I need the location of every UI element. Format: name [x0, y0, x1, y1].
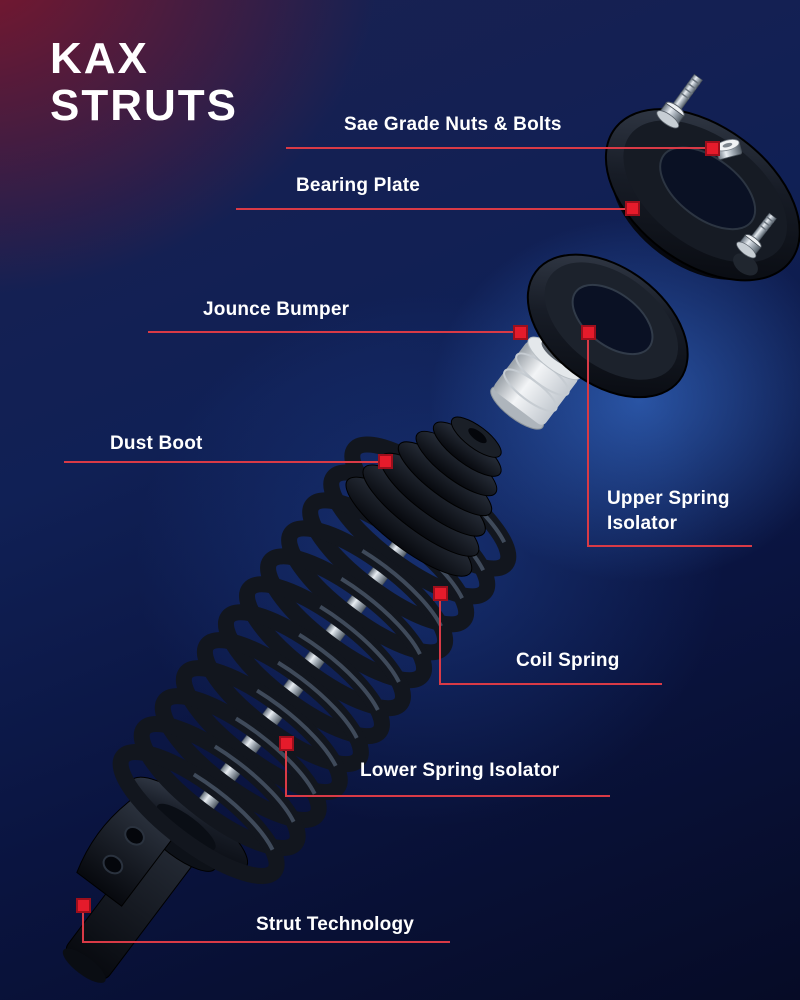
brand-title-line1: KAX	[50, 34, 149, 83]
dust-boot-marker-icon	[378, 454, 393, 469]
sae-grade-nuts-and-bolts	[656, 73, 777, 259]
label-lower-spring-isolator: Lower Spring Isolator	[360, 760, 560, 781]
label-strut-technology: Strut Technology	[256, 914, 415, 935]
upper-spring-isolator-leader-line	[587, 545, 752, 547]
upper-spring-isolator-leader-vline	[587, 340, 589, 546]
brand-title-line2: STRUTS	[50, 80, 238, 130]
bearing-plate-leader-line	[236, 208, 625, 210]
label-coil-spring: Coil Spring	[516, 650, 620, 671]
upper-spring-isolator-ring	[526, 253, 689, 399]
sae-part-marker-icon	[705, 141, 720, 156]
strut-mount	[604, 108, 800, 282]
sae-leader-line	[286, 147, 705, 149]
label-sae-grade-nuts-bolts: Sae Grade Nuts & Bolts	[344, 114, 562, 135]
jounce-bumper-leader-line	[148, 331, 513, 333]
label-bearing-plate: Bearing Plate	[296, 175, 421, 196]
bearing-plate-marker-icon	[625, 201, 640, 216]
strut-technology-marker-icon	[76, 898, 91, 913]
upper-spring-isolator-marker-icon	[581, 325, 596, 340]
label-jounce-bumper: Jounce Bumper	[203, 299, 350, 320]
strut-technology-leader-vline	[82, 913, 84, 942]
coil-spring-marker-icon	[433, 586, 448, 601]
label-upper-spring-isolator: Upper Spring Isolator	[607, 488, 730, 534]
coil-spring-leader-vline	[439, 601, 441, 685]
strut-technology-leader-line	[82, 941, 450, 943]
lower-spring-isolator-leader-line	[285, 795, 610, 797]
dust-boot-leader-line	[64, 461, 378, 463]
lower-spring-isolator-leader-vline	[285, 751, 287, 797]
jounce-bumper-marker-icon	[513, 325, 528, 340]
lower-spring-isolator-marker-icon	[279, 736, 294, 751]
mounting-bracket	[76, 798, 178, 907]
coil-spring-leader-line	[439, 683, 662, 685]
dust-boot	[345, 416, 502, 577]
brand-title: KAX STRUTS	[50, 34, 238, 130]
label-dust-boot: Dust Boot	[110, 433, 203, 454]
